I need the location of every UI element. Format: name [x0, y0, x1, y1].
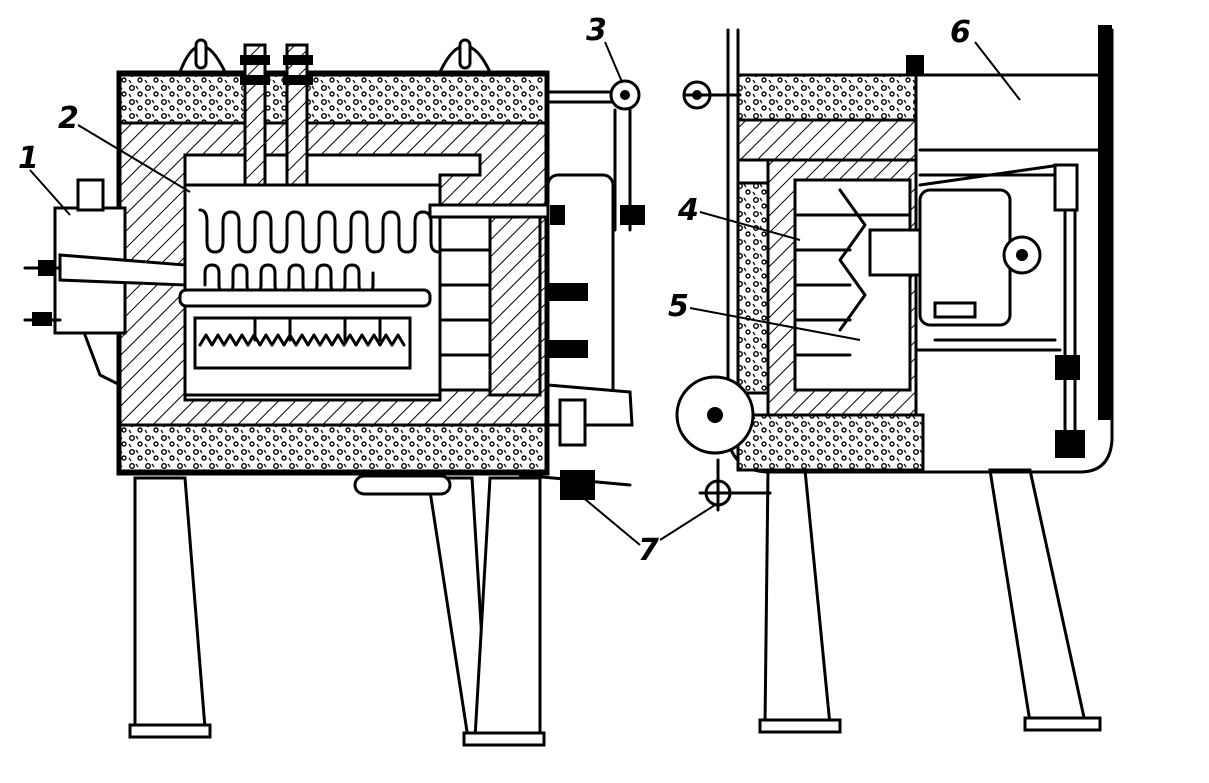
leader-line-7b [659, 504, 716, 541]
right-side-piping [518, 79, 645, 500]
right-section-view [675, 25, 1114, 734]
callout-7: 7 [638, 533, 659, 568]
left-bottom-insulation [118, 423, 548, 473]
leader-line-1 [29, 169, 71, 216]
callout-3: 3 [586, 13, 607, 48]
leader-line-7a [579, 494, 641, 546]
leader-line-6 [974, 41, 1021, 101]
hearth-plate [178, 288, 432, 308]
heater-coil-lower [203, 263, 375, 295]
callout-5: 5 [668, 289, 689, 324]
leader-line-4 [699, 211, 801, 241]
front-burner-unit [23, 178, 187, 387]
top-thermocouples [240, 43, 313, 187]
leader-lines [29, 41, 1021, 546]
heater-coil-upper [198, 208, 449, 254]
left-section-view [23, 38, 645, 747]
left-legs [128, 476, 546, 747]
callout-1: 1 [18, 141, 39, 176]
leader-line-5 [689, 307, 861, 341]
callout-6: 6 [950, 15, 971, 50]
callout-2: 2 [58, 101, 79, 136]
leader-line-2 [77, 124, 191, 193]
callout-4: 4 [677, 193, 699, 228]
leader-line-3 [604, 41, 623, 83]
left-top-insulation [118, 73, 548, 125]
